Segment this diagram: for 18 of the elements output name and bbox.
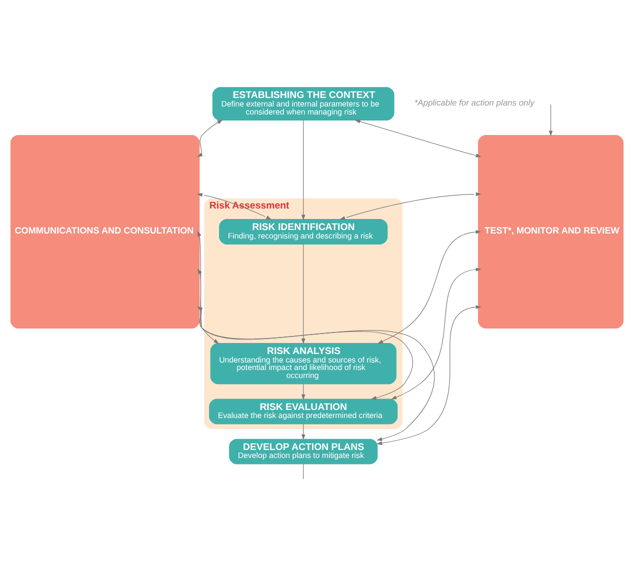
arrow: [376, 305, 482, 446]
arrow: [301, 244, 306, 344]
arrow: [301, 424, 306, 440]
arrow: [548, 104, 553, 136]
arrow: [301, 384, 306, 400]
node-box: TEST*, MONITOR AND REVIEW: [478, 135, 624, 328]
node-box: COMMUNICATIONS AND CONSULTATION: [10, 135, 200, 328]
connector: [303, 464, 304, 480]
arrow: [378, 230, 482, 344]
arrow: [197, 306, 435, 441]
arrow: [301, 120, 306, 220]
arrow: [354, 120, 482, 158]
arrow: [198, 230, 219, 344]
arrow: [391, 268, 482, 400]
arrow: [340, 192, 482, 220]
arrow: [197, 120, 223, 157]
arrow: [197, 268, 414, 400]
label: *Applicable for action plans only: [414, 97, 534, 108]
